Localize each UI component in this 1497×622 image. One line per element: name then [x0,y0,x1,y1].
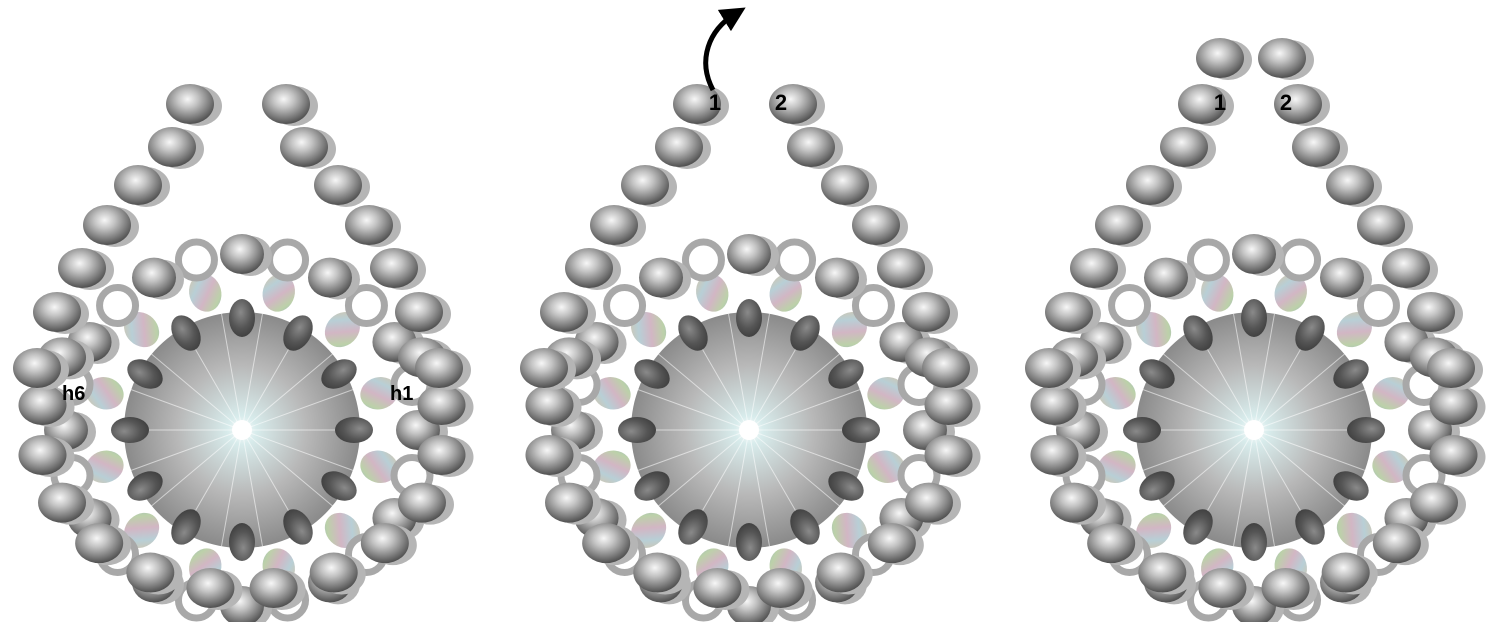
ring-bead [1282,242,1318,278]
loop-bead-right [1326,165,1382,207]
outer-bead [75,523,131,565]
gray-bead [1232,234,1284,276]
loop-bead-left [540,292,596,334]
loop-bead-left [655,127,711,169]
dark-seed-bead [618,417,656,443]
top-bead-label-1: 1 [709,90,721,115]
gray-bead [1320,258,1372,300]
sparkle-icon [232,420,252,440]
curved-arrow-icon [706,14,735,90]
dark-seed-bead [1241,299,1267,337]
side-label-left: h6 [62,383,85,405]
dark-seed-bead [111,417,149,443]
dark-seed-bead [842,417,880,443]
loop-bead-left [565,248,621,290]
loop-bead-left [33,292,89,334]
ring-bead [1112,288,1148,324]
loop-bead-right [262,84,318,126]
top-bead-label-2: 2 [775,90,787,115]
loop-bead-left [58,248,114,290]
diagram-step-a: h6 h1 [13,84,474,622]
extra-top-bead-right [1258,38,1314,80]
top-bead-label-1: 1 [1214,90,1226,115]
loop-bead-right [1357,205,1413,247]
side-label-right: h1 [390,383,413,405]
loop-bead-right [877,248,933,290]
loop-bead-right [1382,248,1438,290]
loop-bead-right [370,248,426,290]
ring-bead [777,242,813,278]
loop-bead-right [1292,127,1348,169]
gray-bead [815,258,867,300]
dark-seed-bead [335,417,373,443]
dark-seed-bead [1123,417,1161,443]
outer-bead [582,523,638,565]
dark-seed-bead [736,523,762,561]
ring-bead [178,242,214,278]
loop-bead-right [852,205,908,247]
dark-seed-bead [229,299,255,337]
loop-bead-left [114,165,170,207]
loop-bead-left [83,205,139,247]
outer-bead [1087,523,1143,565]
gray-bead [220,234,272,276]
loop-bead-left [1095,205,1151,247]
ring-bead [270,242,306,278]
gray-bead [308,258,360,300]
loop-bead-left [166,84,222,126]
loop-bead-left [1070,248,1126,290]
ring-bead [607,288,643,324]
sparkle-icon [1244,420,1264,440]
top-bead-label-2: 2 [1280,90,1292,115]
extra-top-bead-left [1196,38,1252,80]
gray-bead [727,234,779,276]
loop-bead-right [314,165,370,207]
dark-seed-bead [1347,417,1385,443]
loop-bead-left [1126,165,1182,207]
loop-bead-left [1045,292,1101,334]
loop-bead-right [345,205,401,247]
dark-seed-bead [1241,523,1267,561]
loop-bead-right [280,127,336,169]
dark-seed-bead [229,523,255,561]
loop-bead-left [621,165,677,207]
ring-bead [685,242,721,278]
loop-bead-left [1160,127,1216,169]
diagrams-root: h6h11212 [13,14,1486,622]
sparkle-icon [739,420,759,440]
loop-bead-right [821,165,877,207]
loop-bead-left [148,127,204,169]
loop-bead-right [787,127,843,169]
ring-bead [1190,242,1226,278]
loop-bead-left [590,205,646,247]
dark-seed-bead [736,299,762,337]
ring-bead [100,288,136,324]
